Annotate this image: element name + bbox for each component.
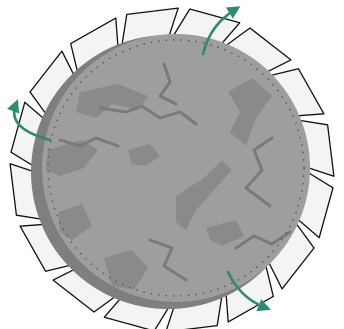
cratered-disc xyxy=(31,34,310,309)
